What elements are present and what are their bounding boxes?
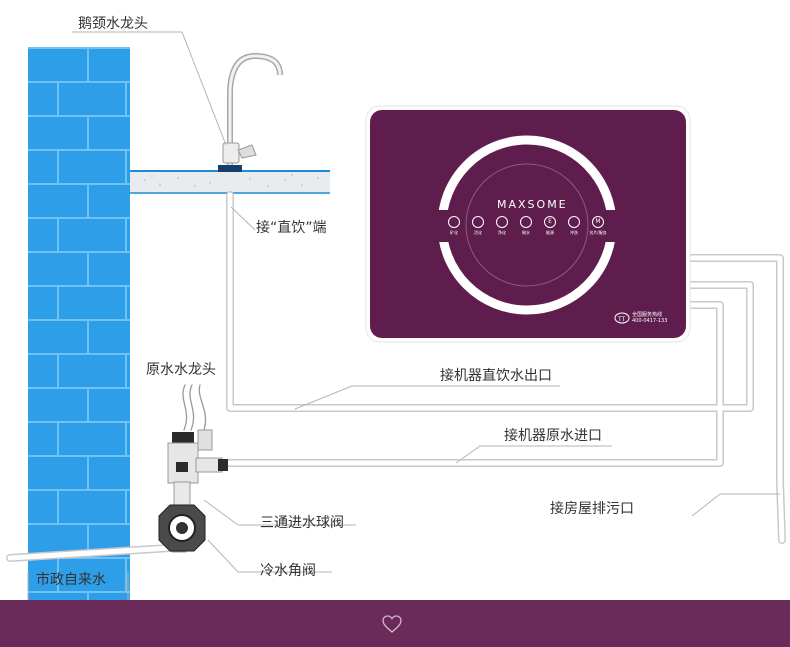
label-cold-angle-valve: 冷水角阀 bbox=[260, 563, 316, 579]
label-municipal-water: 市政自来水 bbox=[36, 572, 106, 588]
device-button-3[interactable] bbox=[520, 216, 532, 228]
gooseneck-faucet bbox=[218, 52, 283, 172]
tee-ball-valve bbox=[167, 429, 228, 513]
label-direct-drink-end: 接“直饮”端 bbox=[256, 220, 327, 236]
label-machine-raw-inlet: 接机器原水进口 bbox=[504, 428, 602, 444]
device-button-label-3: 制水 bbox=[522, 230, 530, 235]
device-button-label-2: 净化 bbox=[498, 230, 506, 235]
cold-angle-valve bbox=[158, 504, 206, 553]
hotline-title: 全国服务热线 bbox=[632, 312, 663, 318]
device-button-label-5: 冲洗 bbox=[570, 230, 578, 235]
device-button-label-6: 名片/服务 bbox=[589, 230, 607, 235]
label-machine-direct-outlet: 接机器直饮水出口 bbox=[440, 368, 552, 384]
svg-text:TT: TT bbox=[617, 316, 626, 323]
device-button-5[interactable] bbox=[568, 216, 580, 228]
device-button-6[interactable]: M bbox=[592, 216, 604, 228]
device-button-1[interactable] bbox=[472, 216, 484, 228]
device-button-label-4: 能源 bbox=[546, 230, 554, 235]
device-button-label-1: 活化 bbox=[474, 230, 482, 235]
brick-wall bbox=[28, 47, 130, 600]
device-button-0[interactable] bbox=[448, 216, 460, 228]
label-raw-water-faucet: 原水水龙头 bbox=[146, 362, 216, 378]
label-tee-ball-valve: 三通进水球阀 bbox=[260, 515, 344, 531]
leader-lines bbox=[27, 31, 780, 600]
device-button-4[interactable]: E bbox=[544, 216, 556, 228]
label-drain-outlet: 接房屋排污口 bbox=[550, 501, 634, 517]
label-gooseneck-faucet: 鹅颈水龙头 bbox=[78, 16, 148, 32]
hand-heart-icon bbox=[380, 612, 404, 636]
device-button-2[interactable] bbox=[496, 216, 508, 228]
bottom-bar bbox=[0, 600, 790, 647]
device-button-label-0: 矿化 bbox=[450, 230, 458, 235]
device-brand: MAXSOME bbox=[497, 198, 568, 211]
hotline-number: 400-0417-133 bbox=[632, 318, 668, 324]
